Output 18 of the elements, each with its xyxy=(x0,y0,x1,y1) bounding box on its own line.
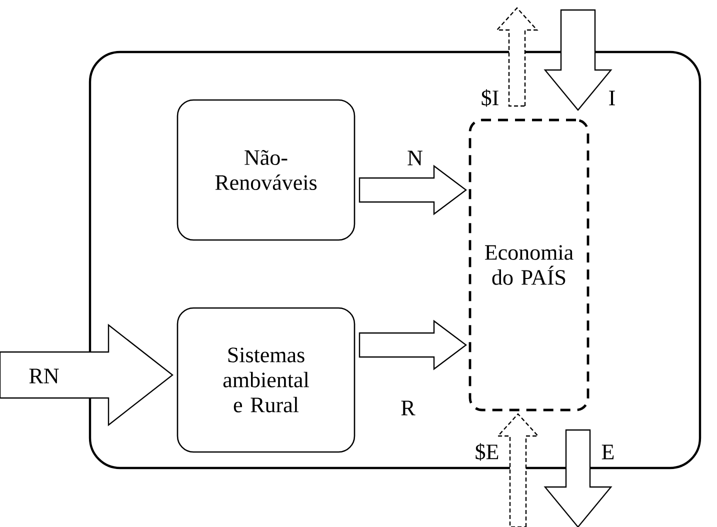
flow-arrow xyxy=(358,164,467,216)
flow-arrow xyxy=(544,9,612,111)
process-box: Não-Renováveis xyxy=(176,99,356,241)
edge-label: $E xyxy=(474,442,500,462)
economy-box: Economia do PAÍS xyxy=(468,118,590,412)
flow-arrow xyxy=(544,429,612,527)
edge-label: $I xyxy=(480,88,500,108)
system-boundary xyxy=(88,50,702,470)
flow-arrow xyxy=(0,324,174,426)
flow-arrow xyxy=(358,320,467,370)
edge-label: E xyxy=(600,444,616,460)
edge-label: I xyxy=(607,90,617,106)
flow-arrow xyxy=(496,413,540,527)
process-box: Sistemas ambiental e Rural xyxy=(176,307,356,453)
edge-label: RN xyxy=(28,368,60,384)
edge-label: R xyxy=(400,400,416,416)
edge-label: N xyxy=(406,150,424,166)
flow-arrow xyxy=(496,7,538,107)
